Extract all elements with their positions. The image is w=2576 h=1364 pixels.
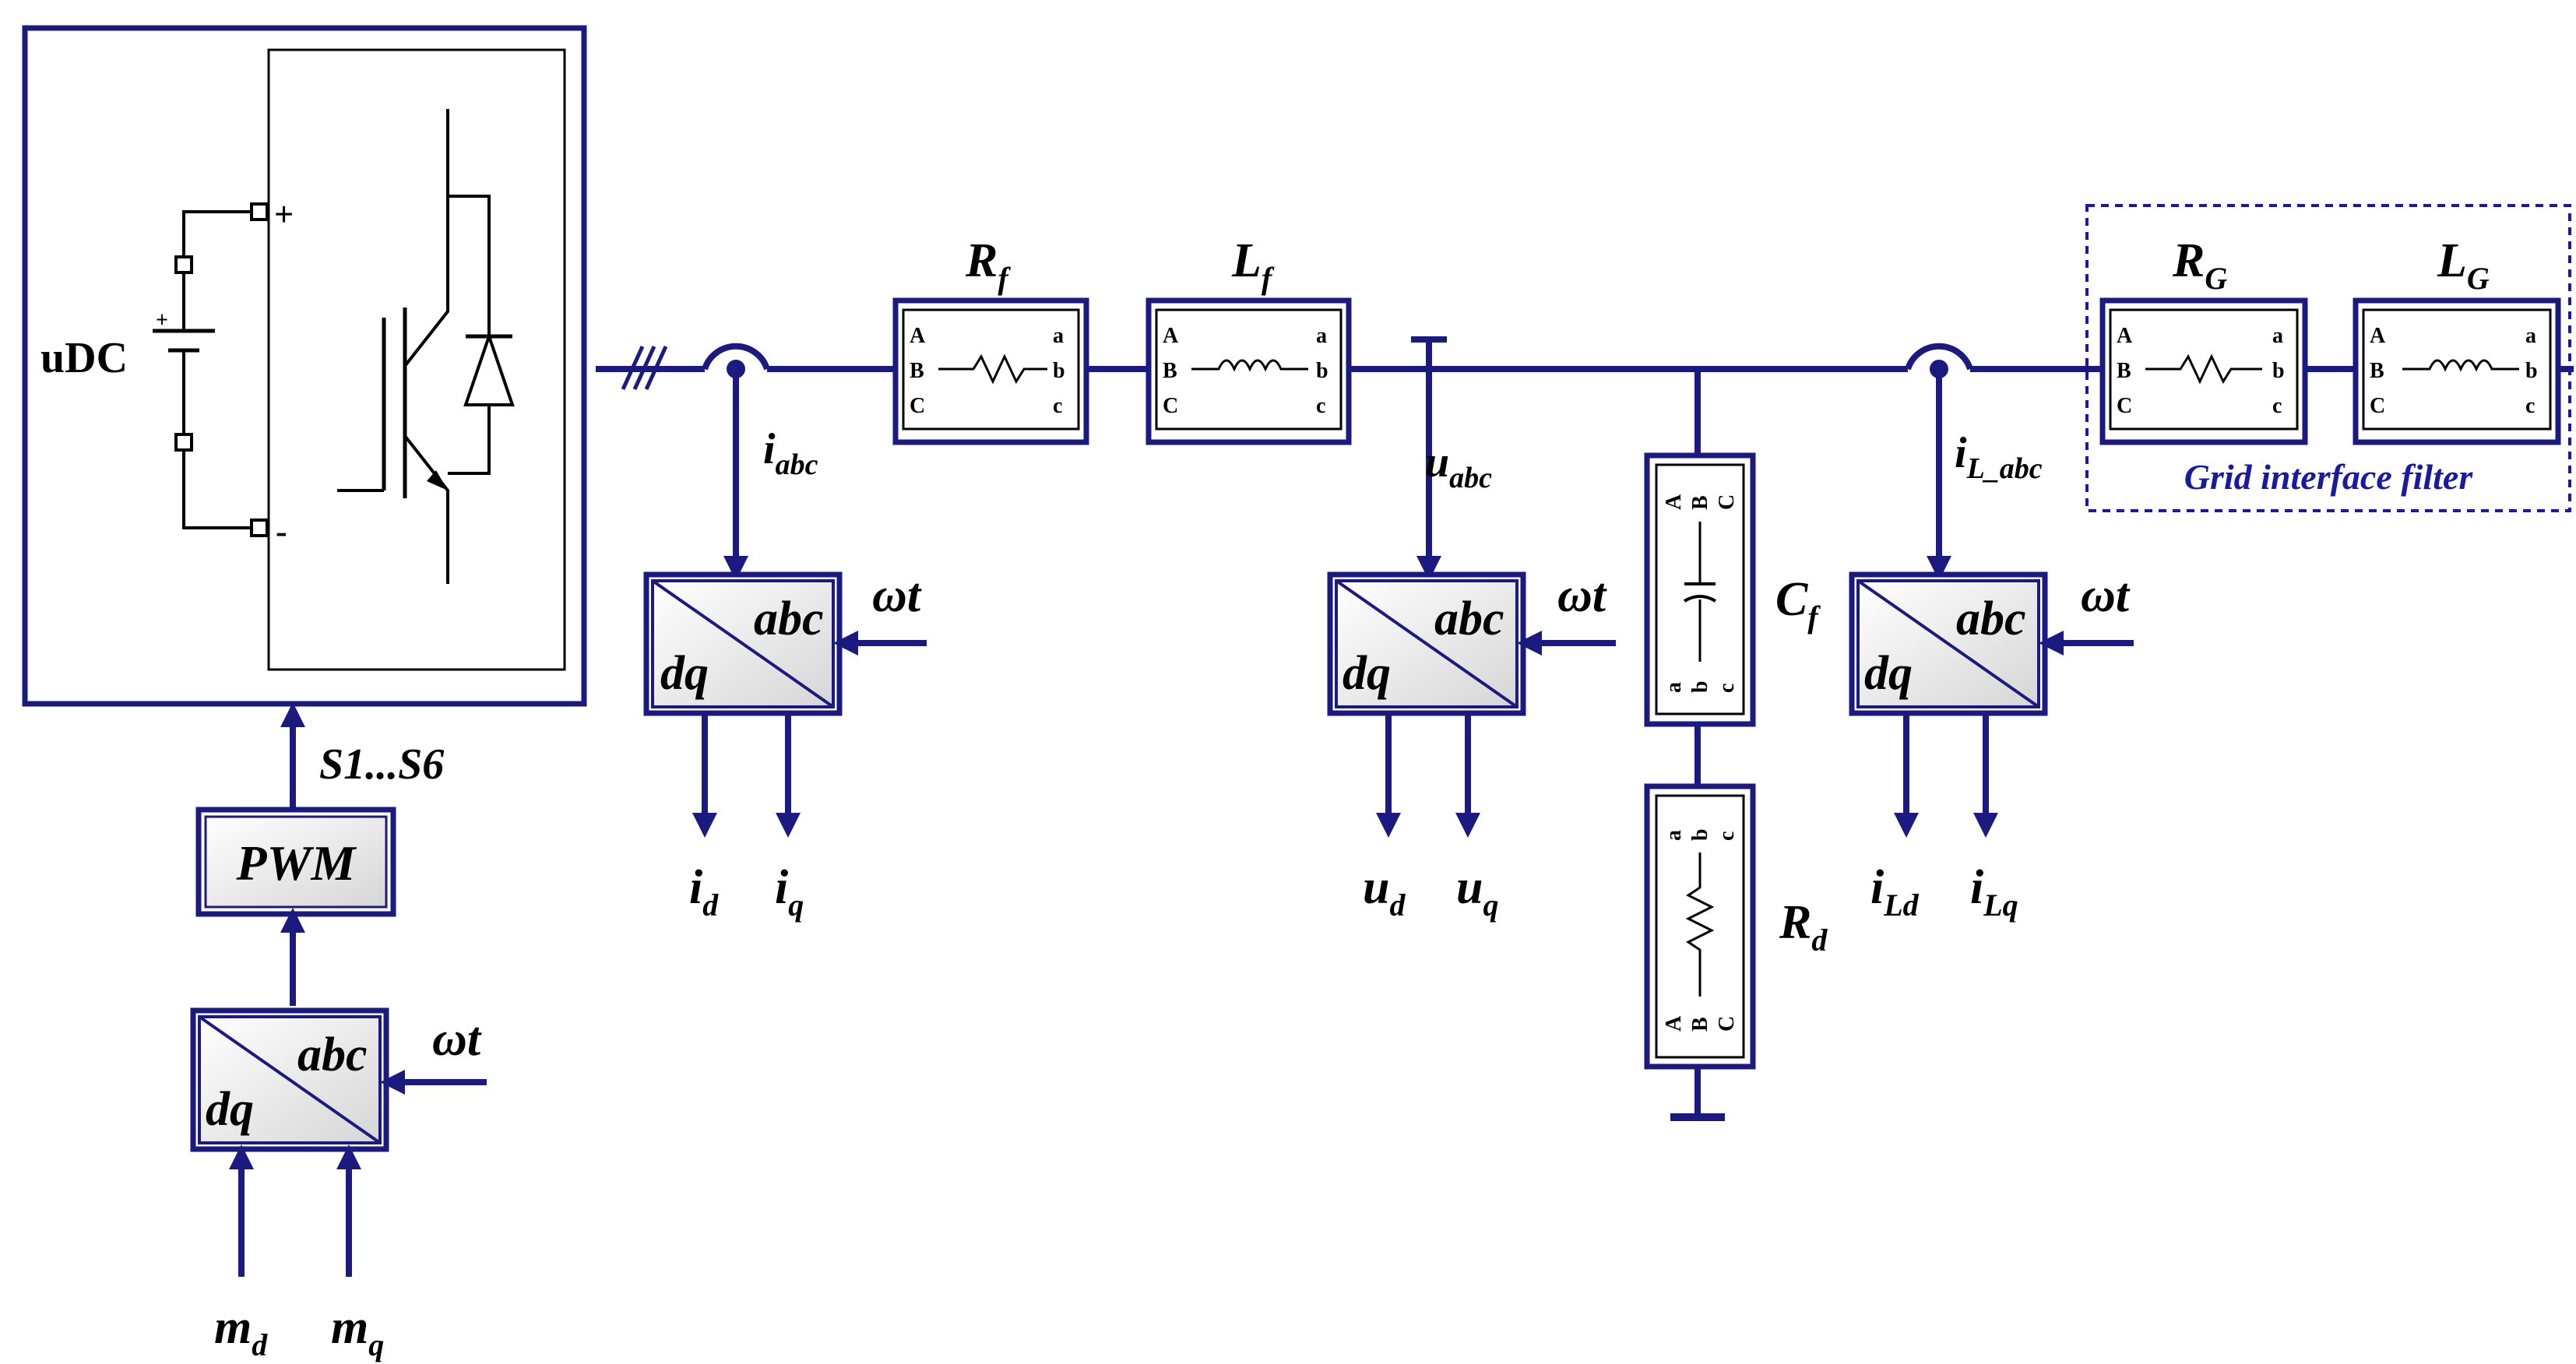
svg-text:B: B: [1688, 495, 1712, 510]
svg-text:a: a: [1053, 324, 1064, 348]
svg-text:c: c: [1053, 394, 1062, 418]
label-u-abc: uabc: [1425, 438, 1492, 494]
resistor-rd: a b c A B C: [1644, 783, 1756, 1070]
resistor-rf: A B C a b c: [892, 297, 1089, 445]
svg-text:c: c: [1715, 684, 1739, 693]
label-ud: ud: [1363, 861, 1406, 923]
udc-label: uDC: [40, 334, 128, 382]
inductor-lf: A B C a b c: [1145, 297, 1352, 445]
svg-text:a: a: [1662, 830, 1686, 841]
label-cf: Cf: [1775, 573, 1821, 635]
svg-text:A: A: [910, 324, 926, 348]
label-rd: Rd: [1779, 896, 1828, 958]
svg-text:B: B: [2370, 359, 2384, 383]
capacitor-icon: [1683, 522, 1717, 662]
svg-text:C: C: [1715, 1016, 1739, 1032]
abc-dq-transform-current: abc dq: [643, 571, 843, 716]
svg-text:C: C: [2117, 394, 2132, 418]
grid-filter-label: Grid interface filter: [2184, 457, 2474, 497]
svg-text:B: B: [1688, 1017, 1712, 1032]
svg-text:a: a: [1316, 324, 1327, 348]
svg-text:c: c: [2525, 394, 2535, 418]
resistor-icon: [938, 353, 1047, 385]
label-i-abc: iabc: [763, 425, 818, 481]
svg-text:abc: abc: [1956, 592, 2026, 645]
svg-text:A: A: [1163, 324, 1179, 348]
resistor-icon: [2145, 353, 2262, 385]
abc-dq-transform-voltage: abc dq: [1327, 571, 1526, 716]
svg-text:c: c: [1715, 831, 1739, 841]
svg-text:abc: abc: [297, 1028, 368, 1081]
label-lg: LG: [2437, 234, 2490, 296]
inductor-lg: A B C a b c: [2353, 297, 2561, 445]
svg-text:a: a: [2272, 324, 2283, 348]
svg-text:C: C: [910, 394, 925, 418]
svg-text:b: b: [1316, 359, 1328, 383]
svg-text:dq: dq: [1343, 647, 1391, 700]
label-id: id: [689, 861, 719, 923]
dc-minus: -: [276, 512, 287, 550]
resistor-rg: A B C a b c: [2099, 297, 2308, 445]
omega-t-2: ωt: [1557, 569, 1607, 622]
svg-text:b: b: [1688, 680, 1712, 693]
svg-text:C: C: [2370, 394, 2385, 418]
resistor-icon: [1685, 852, 1715, 997]
svg-text:a: a: [1662, 682, 1686, 693]
battery-icon: +: [153, 210, 259, 529]
omega-t-1: ωt: [872, 569, 922, 622]
svg-text:C: C: [1163, 394, 1178, 418]
svg-text:dq: dq: [1864, 647, 1913, 700]
svg-text:c: c: [1316, 394, 1325, 418]
capacitor-cf: A B C a b c: [1644, 452, 1756, 727]
abc-dq-transform-load-current: abc dq: [1849, 571, 2048, 716]
svg-text:c: c: [2272, 394, 2282, 418]
igbt-icon: [337, 109, 491, 584]
svg-text:b: b: [2272, 359, 2285, 383]
label-lf: Lf: [1231, 234, 1275, 296]
pwm-block: PWM: [195, 807, 396, 917]
label-mq: mq: [331, 1301, 384, 1362]
svg-text:dq: dq: [206, 1083, 254, 1136]
svg-text:B: B: [1163, 359, 1177, 383]
label-uq: uq: [1456, 861, 1498, 923]
inductor-icon: [1191, 359, 1308, 372]
pwm-label: PWM: [236, 835, 357, 891]
svg-text:dq: dq: [660, 647, 709, 700]
svg-text:b: b: [2525, 359, 2538, 383]
omega-t-3: ωt: [2081, 569, 2131, 622]
label-md: md: [214, 1301, 268, 1362]
svg-text:b: b: [1688, 828, 1712, 841]
dc-plus: +: [274, 195, 294, 234]
svg-text:+: +: [156, 308, 168, 332]
label-iq: iq: [775, 861, 804, 923]
svg-text:A: A: [2117, 324, 2133, 348]
label-il-abc: iL_abc: [1955, 429, 2043, 485]
omega-t-4: ωt: [432, 1013, 482, 1066]
svg-text:B: B: [2117, 359, 2131, 383]
dq-abc-transform-modulation: abc dq: [190, 1007, 389, 1152]
svg-text:b: b: [1053, 359, 1065, 383]
diode-icon: [463, 257, 515, 417]
svg-text:A: A: [1662, 1015, 1686, 1032]
svg-text:abc: abc: [754, 592, 824, 645]
switches-label: S1...S6: [319, 740, 444, 789]
label-ilq: iLq: [1970, 861, 2018, 923]
svg-text:abc: abc: [1434, 592, 1504, 645]
svg-text:B: B: [910, 359, 924, 383]
svg-text:C: C: [1715, 494, 1739, 510]
svg-text:A: A: [2370, 324, 2386, 348]
svg-text:a: a: [2525, 324, 2536, 348]
label-rf: Rf: [965, 234, 1011, 296]
grid-filter-group: [2085, 204, 2571, 512]
label-ild: iLd: [1870, 861, 1920, 923]
svg-text:A: A: [1662, 494, 1686, 510]
label-rg: RG: [2172, 234, 2227, 296]
inductor-icon: [2402, 359, 2519, 372]
inverter-block: uDC + + -: [22, 25, 587, 707]
